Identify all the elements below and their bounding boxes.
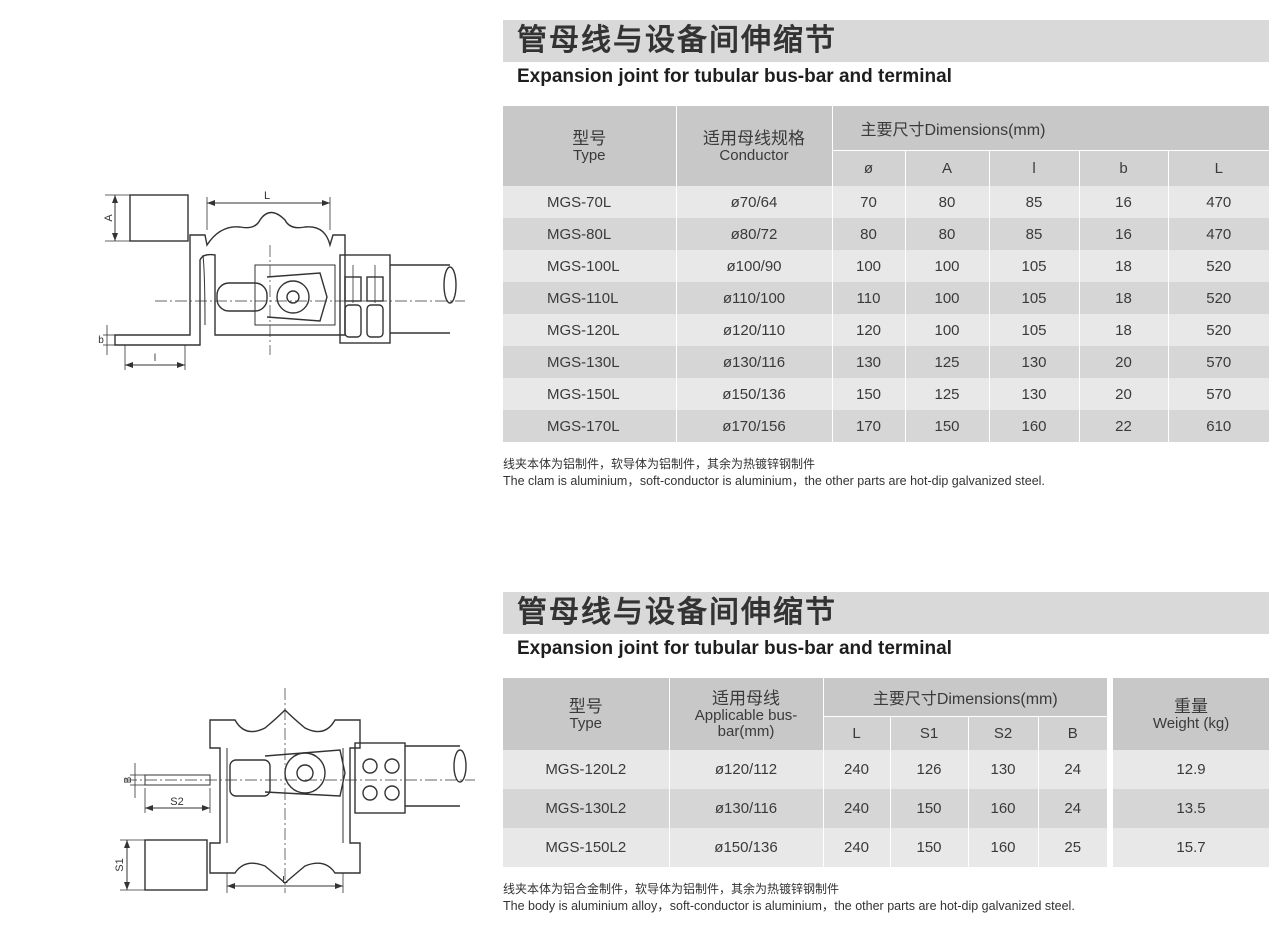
- header-dim-b: B: [1038, 715, 1111, 750]
- expansion-joint-drawing-1: L A b l: [95, 185, 475, 375]
- expansion-joint-drawing-2: B S2 S1 L: [105, 688, 485, 898]
- section2-note-cn: 线夹本体为铝合金制件，软导体为铝制件，其余为热镀锌钢制件: [503, 882, 840, 896]
- drawing2-label-l: L: [282, 875, 288, 886]
- header-dim-l-small: l: [989, 149, 1080, 186]
- header-type: 型号 Type: [503, 106, 677, 186]
- header-dim-diameter: ø: [832, 149, 906, 186]
- header-dim-s1: S1: [890, 715, 969, 750]
- spec-section-1: 管母线与设备间伸缩节 Expansion joint for tubular b…: [503, 20, 1270, 490]
- section1-title-en: Expansion joint for tubular bus-bar and …: [517, 66, 952, 87]
- header-conductor: 适用母线规格 Conductor: [676, 106, 833, 186]
- header-dimensions: 主要尺寸Dimensions(mm): [823, 678, 1111, 716]
- header-dim-l: L: [1168, 149, 1270, 186]
- header-dimensions: 主要尺寸Dimensions(mm): [832, 106, 1270, 150]
- drawing2-label-s2: S2: [170, 796, 183, 808]
- section1-note-cn: 线夹本体为铝制件，软导体为铝制件，其余为热镀锌钢制件: [503, 457, 816, 471]
- header-busbar: 适用母线 Applicable bus-bar(mm): [669, 678, 824, 750]
- section2-title-en: Expansion joint for tubular bus-bar and …: [517, 638, 952, 659]
- header-dim-l: L: [823, 715, 891, 750]
- drawing2-label-s1: S1: [114, 858, 126, 871]
- spec-table-1: 型号 Type 适用母线规格 Conductor 主要尺寸Dimensions(…: [503, 106, 1270, 442]
- drawing1-label-b: b: [98, 335, 104, 346]
- section2-title-cn: 管母线与设备间伸缩节: [503, 592, 1269, 634]
- drawing2-label-b: B: [123, 776, 134, 783]
- drawing1-label-l: l: [154, 353, 156, 364]
- spec-table-2: 型号 Type 适用母线 Applicable bus-bar(mm) 主要尺寸…: [503, 678, 1270, 867]
- header-type: 型号 Type: [503, 678, 670, 750]
- header-dim-b: b: [1079, 149, 1169, 186]
- section1-title-cn: 管母线与设备间伸缩节: [503, 20, 1269, 62]
- header-dim-a: A: [905, 149, 990, 186]
- header-dim-s2: S2: [968, 715, 1039, 750]
- spec-section-2: 管母线与设备间伸缩节 Expansion joint for tubular b…: [503, 592, 1270, 915]
- drawing1-label-left: A: [103, 214, 115, 222]
- section1-note-en: The clam is aluminium，soft-conductor is …: [503, 474, 1045, 488]
- section2-note-en: The body is aluminium alloy，soft-conduct…: [503, 899, 1075, 913]
- drawing1-label-top: L: [264, 190, 270, 202]
- header-weight: 重量 Weight (kg): [1107, 678, 1270, 750]
